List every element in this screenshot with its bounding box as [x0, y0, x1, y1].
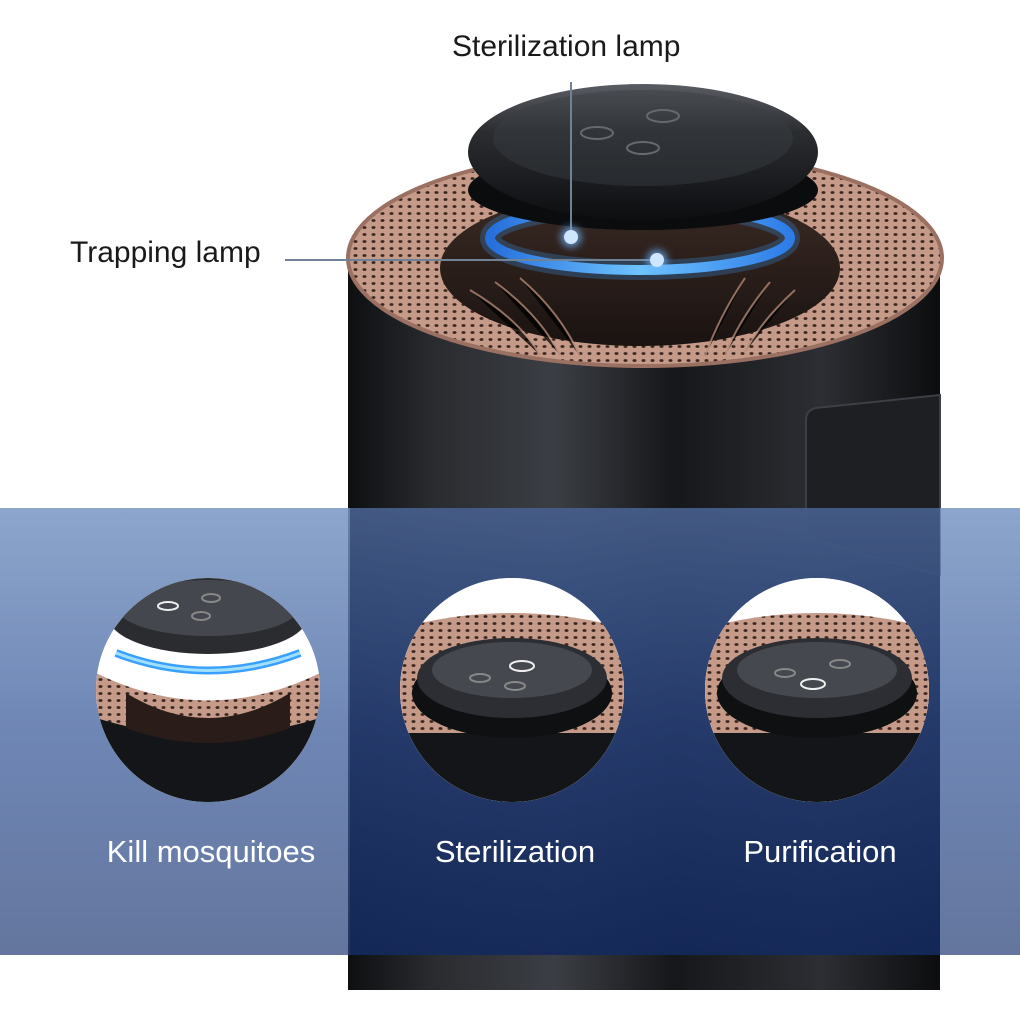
- callout-dot-sterilization: [564, 230, 578, 244]
- callout-sterilization-lamp: Sterilization lamp: [452, 30, 681, 63]
- callout-line-sterilization: [570, 82, 572, 237]
- feature-label-purification: Purification: [743, 834, 897, 869]
- feature-label-kill-mosquitoes: Kill mosquitoes: [106, 834, 316, 869]
- callout-trapping-lamp: Trapping lamp: [70, 236, 261, 269]
- callout-dot-trapping: [650, 253, 664, 267]
- feature-sterilization-image: [400, 578, 624, 802]
- feature-kill-mosquitoes: Kill mosquitoes: [96, 578, 326, 878]
- feature-purification: Purification: [705, 578, 935, 878]
- feature-kill-mosquitoes-image: [96, 578, 320, 802]
- callout-line-trapping: [285, 259, 655, 261]
- feature-sterilization: Sterilization: [400, 578, 630, 878]
- feature-label-sterilization: Sterilization: [434, 834, 596, 869]
- feature-purification-image: [705, 578, 929, 802]
